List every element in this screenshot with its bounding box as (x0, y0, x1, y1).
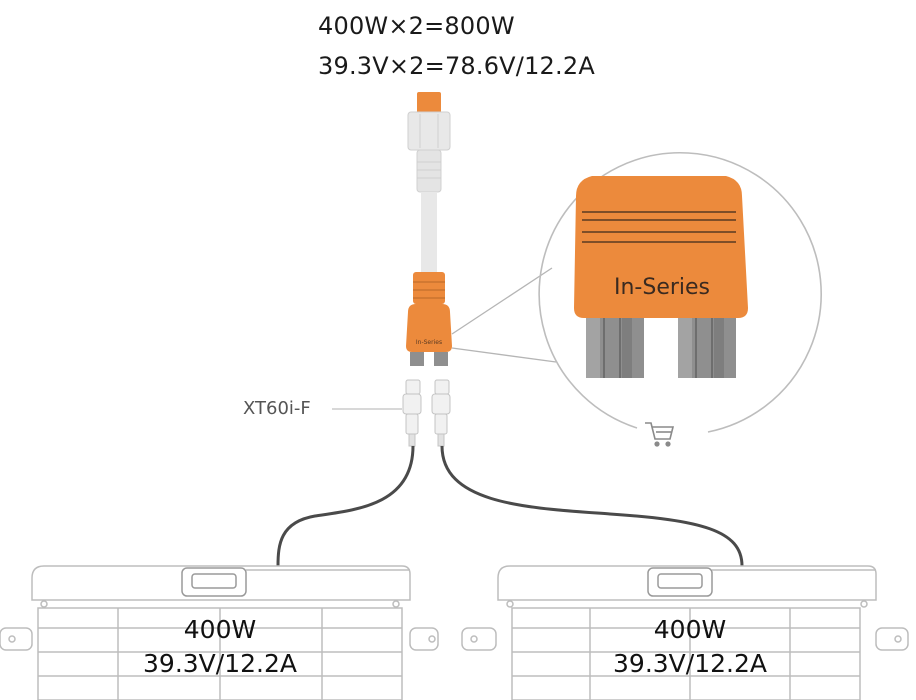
in-series-adapter-zoomed: In-Series (574, 176, 748, 378)
output-plug-housing (407, 111, 451, 151)
output-cable (407, 92, 451, 272)
left-panel-electrical: 39.3V/12.2A (143, 649, 297, 678)
solar-panel-left (0, 565, 439, 700)
zoomed-series-label: In-Series (614, 275, 710, 300)
zoomed-prong-right (678, 310, 736, 378)
zoomed-prong-left (586, 310, 644, 378)
wire-to-left-panel (276, 445, 415, 567)
output-electrical-text: 39.3V×2=78.6V/12.2A (318, 52, 595, 80)
in-series-adapter: In-Series (406, 272, 452, 366)
right-panel-power: 400W (653, 615, 727, 644)
adapter-series-label: In-Series (416, 339, 442, 346)
output-cable-body (421, 192, 437, 272)
xt60i-f-connector-right (431, 379, 451, 447)
zoom-magnifier-circle (538, 152, 822, 433)
output-power-text: 400W×2=800W (318, 12, 515, 40)
connector-label: XT60i-F (243, 398, 311, 419)
solar-panel-right (461, 565, 909, 700)
zoomed-body-ridges (582, 211, 736, 243)
adapter-prong-left (410, 352, 424, 366)
shopping-cart-icon[interactable] (645, 422, 675, 447)
xt60i-f-connector-left (402, 379, 422, 447)
zoom-callout-lines (451, 267, 557, 363)
wire-to-right-panel (440, 445, 744, 567)
right-panel-electrical: 39.3V/12.2A (613, 649, 767, 678)
output-strain-relief (416, 149, 442, 193)
adapter-prong-right (434, 352, 448, 366)
left-panel-power: 400W (183, 615, 257, 644)
output-plug-tip (417, 92, 441, 114)
